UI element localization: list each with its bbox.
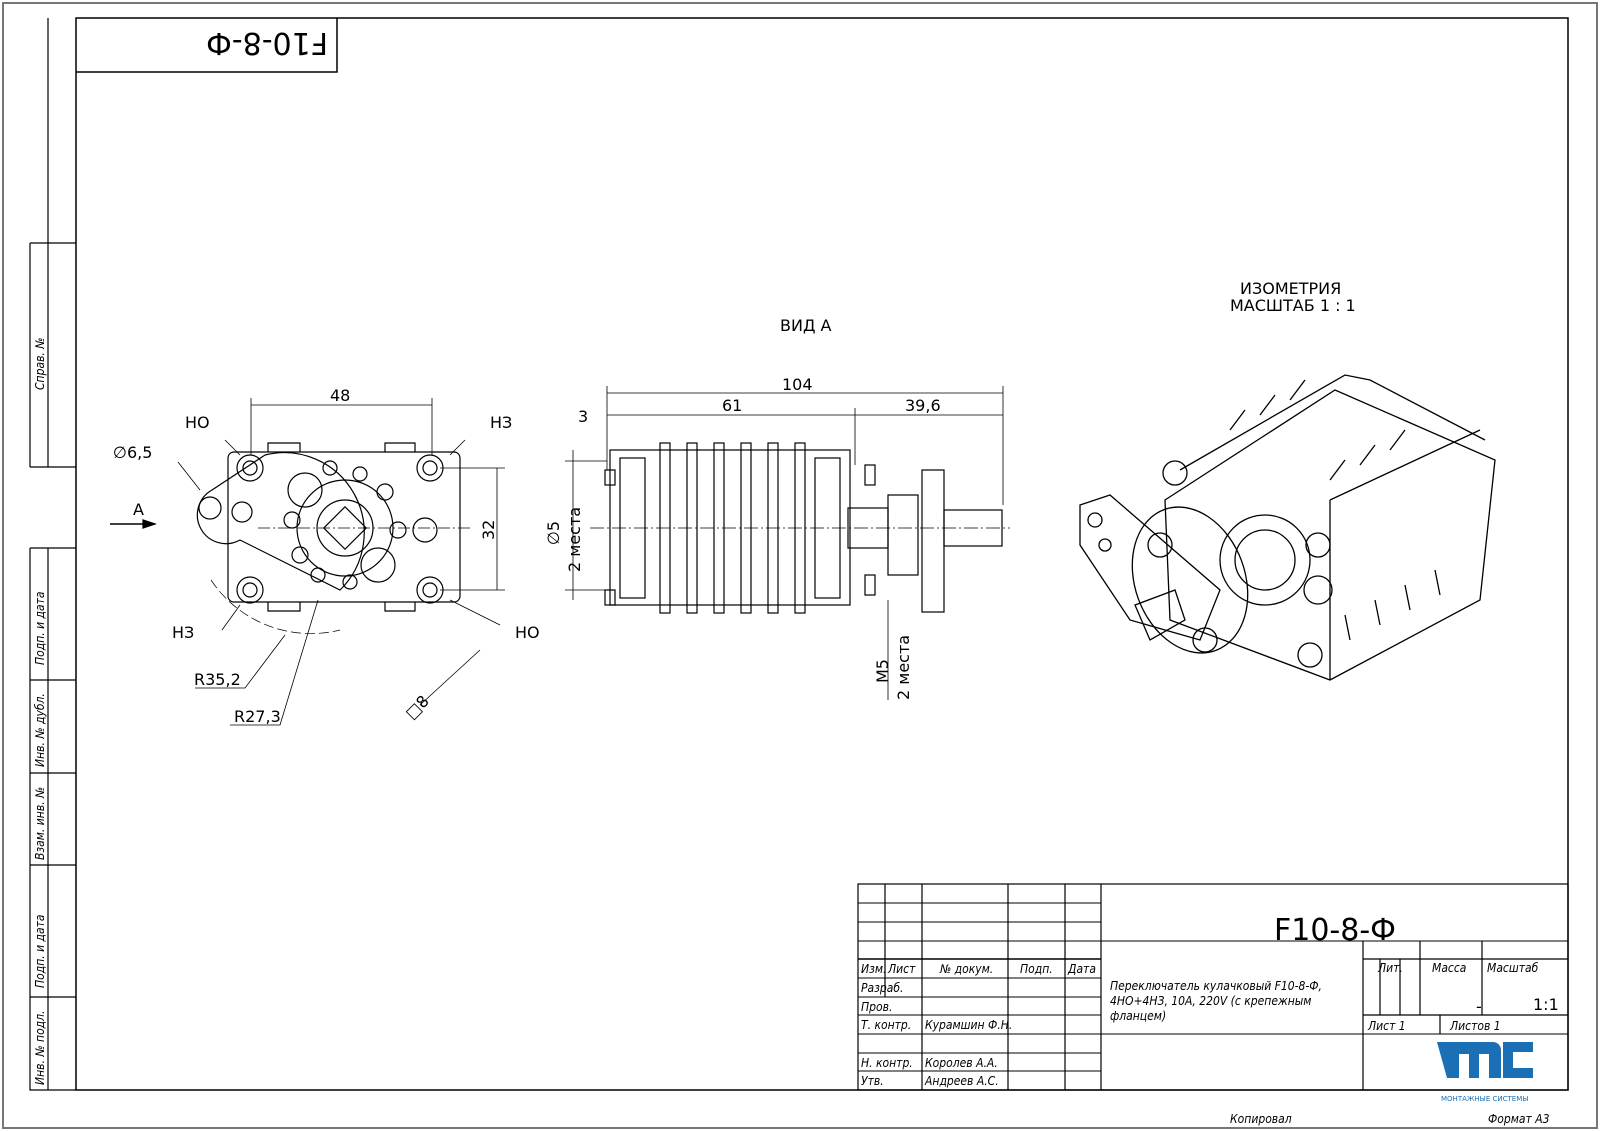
dim-m5-places: 2 места	[894, 635, 913, 700]
tb-sheet: Лист 1	[1367, 1019, 1406, 1033]
tb-name-tkontr: Курамшин Ф.Н.	[925, 1018, 1012, 1032]
tb-description-line3: фланцем)	[1110, 1009, 1166, 1023]
side-label-vzam: Взам. инв. №	[33, 787, 47, 860]
tb-scale-label: Масштаб	[1487, 961, 1539, 975]
side-label-inv-podl: Инв. № подл.	[33, 1011, 47, 1085]
side-stamp-column	[29, 18, 76, 1091]
side-label-podp1: Подп. и дата	[33, 591, 47, 665]
front-view	[110, 398, 505, 726]
view-arrow-label: A	[133, 500, 144, 519]
dim-square-8: □8	[401, 692, 432, 723]
view-a-title: ВИД А	[780, 316, 832, 335]
tb-lit-label: Лит.	[1377, 961, 1403, 975]
iso-title-1: ИЗОМЕТРИЯ	[1240, 279, 1341, 298]
dim-48: 48	[330, 386, 350, 405]
dim-61: 61	[722, 396, 742, 415]
tb-header-podp: Подп.	[1020, 962, 1053, 976]
tb-sheets: Листов 1	[1449, 1019, 1501, 1033]
label-nz-top: НЗ	[490, 413, 512, 432]
code-box	[76, 18, 338, 73]
tb-name-nkontr: Королев А.А.	[925, 1056, 998, 1070]
code-box-text: F10-8-Ф	[206, 25, 328, 60]
tb-name-utv: Андреев А.С.	[924, 1074, 999, 1088]
company-logo: МОНТАЖНЫЕ СИСТЕМЫ	[1437, 1042, 1533, 1103]
tb-format: Формат А3	[1488, 1112, 1550, 1126]
dim-d5-places: 2 места	[565, 507, 584, 572]
side-label-inv-dubl: Инв. № дубл.	[33, 693, 47, 767]
tb-role-tkontr: Т. контр.	[861, 1018, 911, 1032]
tb-header-date: Дата	[1067, 962, 1096, 976]
tb-role-nkontr: Н. контр.	[861, 1056, 913, 1070]
tb-mass-value: -	[1476, 997, 1482, 1016]
tb-designation: F10-8-Ф	[1274, 913, 1396, 948]
tb-role-razrab: Разраб.	[861, 981, 903, 995]
dim-r35-2: R35,2	[194, 670, 241, 689]
dim-r27-3: R27,3	[234, 707, 281, 726]
dim-32: 32	[479, 520, 498, 540]
label-nz-bottom: НЗ	[172, 623, 194, 642]
tb-header-doc: № докум.	[939, 962, 993, 976]
title-block-grid	[857, 883, 1569, 1091]
dim-104: 104	[782, 375, 813, 394]
tb-header-izm: Изм.	[861, 962, 886, 976]
tb-mass-label: Масса	[1432, 961, 1466, 975]
dim-m5: M5	[873, 659, 892, 683]
tb-header-list: Лист	[887, 962, 916, 976]
tb-description-line1: Переключатель кулачковый F10-8-Ф,	[1110, 979, 1322, 993]
tb-role-prov: Пров.	[861, 1000, 892, 1014]
label-no-bottom: НО	[515, 623, 540, 642]
tb-description-line2: 4НО+4НЗ, 10А, 220V (с крепежным	[1110, 994, 1311, 1008]
dim-hole-6-5: ∅6,5	[113, 443, 152, 462]
side-view	[565, 386, 1010, 700]
dim-39-6: 39,6	[905, 396, 941, 415]
dim-3: 3	[578, 407, 588, 426]
tb-scale-value: 1:1	[1533, 995, 1559, 1014]
tb-role-utv: Утв.	[861, 1074, 884, 1088]
inner-frame	[75, 17, 1569, 1091]
label-no-top: НО	[185, 413, 210, 432]
iso-title-2: МАСШТАБ 1 : 1	[1230, 296, 1356, 315]
isometric-view	[1079, 374, 1496, 681]
side-label-podp2: Подп. и дата	[33, 914, 47, 988]
side-label-sprav: Справ. №	[33, 337, 47, 390]
dim-d5: ∅5	[544, 521, 563, 545]
tb-copied: Копировал	[1230, 1112, 1292, 1126]
logo-text: МОНТАЖНЫЕ СИСТЕМЫ	[1441, 1095, 1528, 1103]
